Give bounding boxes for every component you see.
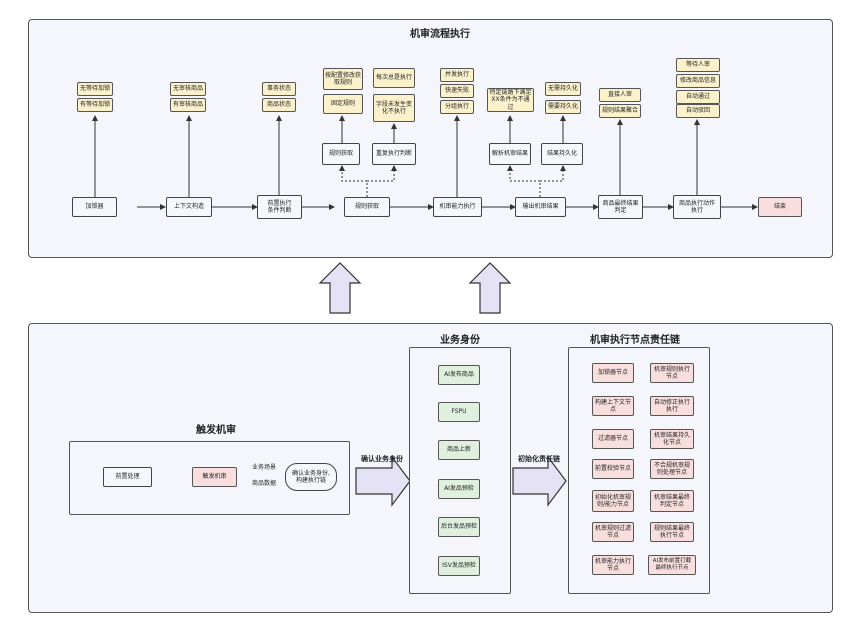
chain-left-1: 加锁器节点 [592, 363, 634, 383]
chain-right-2: 自动修正执行 执行 [650, 396, 694, 416]
note-rule-b-1: 每次总是执行 [373, 68, 415, 88]
node-action-exec: 商品执行动作 执行 [673, 195, 721, 219]
node-rule-fetch: 规则获取 [344, 197, 390, 217]
chain-left-5: 初始化机审规 则/能力节点 [592, 490, 634, 512]
note-rule-a-2: 固定规则 [323, 94, 363, 114]
chain-right-3: 机审结果持久 化节点 [650, 429, 694, 449]
note-pre-2: 商品状态 [262, 98, 296, 112]
edge-label-data: 商品数据 [251, 480, 276, 487]
node-rule-sub-fetch: 规则获取 [322, 143, 360, 165]
identity-item-2: FSPU [438, 402, 480, 422]
chain-left-2: 构建上下文节 点 [592, 396, 634, 416]
note-action-4: 自动驳回 [676, 104, 720, 118]
arrow1-label: 确认业务身份 [361, 455, 403, 463]
identity-box [409, 347, 511, 594]
note-out-b-1: 无需持久化 [545, 82, 581, 96]
note-pre-1: 事务状态 [262, 82, 296, 96]
identity-item-3: 商品上新 [438, 440, 480, 460]
arrow2-label: 初始化责任链 [518, 455, 560, 463]
chain-title: 机审执行节点责任链 [590, 335, 680, 346]
node-out-sub-persist: 结果持久化 [541, 143, 583, 165]
node-out-sub-parse: 解析机审结果 [489, 143, 531, 165]
note-out-a-1: 特定链路下满足 XX条件为不通过 [487, 88, 534, 112]
note-rule-a-1: 按配置修改获 取规则 [323, 68, 363, 90]
chain-right-5: 机审结果最终 判定节点 [650, 490, 694, 512]
note-context-1: 无审核商品 [170, 82, 206, 96]
note-out-b-2: 需要持久化 [545, 100, 581, 114]
node-context: 上下文构造 [166, 197, 212, 217]
chain-left-7: 机审能力执行 节点 [592, 555, 634, 575]
identity-title: 业务身份 [440, 335, 480, 346]
node-trigger: 触发机审 [192, 467, 237, 487]
node-output-result: 输出机审结果 [515, 197, 566, 217]
note-accelerator-2: 有等待加锁 [77, 98, 113, 112]
node-accelerator: 加锁器 [72, 197, 117, 217]
node-preprocess: 前置处理 [103, 467, 152, 487]
note-final-2: 规则结果聚合 [599, 104, 641, 118]
note-context-2: 有审核商品 [170, 98, 206, 112]
node-end: 结束 [758, 197, 802, 217]
note-action-3: 自动通过 [676, 90, 720, 104]
node-rule-sub-reexec: 重复执行判断 [372, 143, 416, 165]
node-final-decision: 商品最终结果 判定 [598, 195, 643, 219]
chain-left-3: 过滤器节点 [592, 429, 634, 449]
node-confirm-identity: 确认业务身份, 构建执行链 [285, 463, 337, 491]
note-final-1: 直接人审 [599, 88, 641, 102]
identity-item-4: AI发品预检 [438, 479, 480, 499]
note-cap-3: 分组执行 [440, 100, 474, 114]
identity-item-5: 后台发品预检 [438, 517, 480, 537]
identity-item-1: AI发布商品 [438, 365, 480, 385]
chain-right-7: AI发布前置打截 最终执行节点 [648, 555, 696, 575]
note-accelerator-1: 无等待加锁 [77, 82, 113, 96]
chain-right-1: 机审规则执行 节点 [650, 363, 694, 383]
note-action-1: 等待人审 [676, 58, 720, 72]
chain-left-4: 前置校验节点 [592, 459, 634, 479]
node-pre-exec: 前置执行 条件判断 [257, 195, 302, 219]
chain-right-6: 规则结果最终 执行节点 [650, 522, 694, 542]
identity-item-6: ISV发品预检 [438, 556, 480, 576]
flow-panel-title: 机审流程执行 [410, 29, 470, 40]
note-cap-1: 并发执行 [440, 68, 474, 82]
note-action-2: 修改商品信息 [676, 74, 720, 88]
chain-right-4: 不合规机审规 则处理节点 [650, 459, 694, 479]
note-rule-b-2: 字段未发生变 化不执行 [373, 94, 415, 122]
trigger-title: 触发机审 [196, 425, 236, 436]
node-capability-exec: 机审能力执行 [433, 197, 482, 217]
note-cap-2: 快速失败 [440, 84, 474, 98]
edge-label-scene: 业务场景 [251, 464, 276, 471]
chain-left-6: 机审规则过滤 节点 [592, 522, 634, 542]
